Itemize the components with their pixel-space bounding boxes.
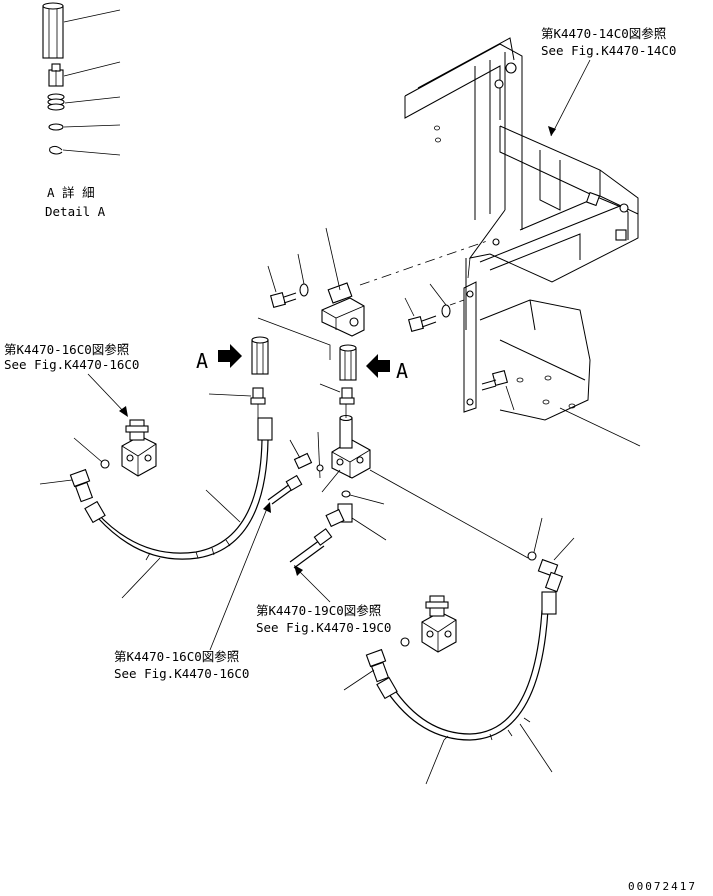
ref-16c0-lower-jp: 第K4470-16C0図参照 <box>114 649 239 664</box>
lubricator-left <box>121 419 157 477</box>
hose-short <box>289 528 333 569</box>
bolt-middle <box>404 297 437 333</box>
bolt-upper <box>267 265 297 309</box>
hose-left <box>84 417 273 599</box>
detail-a-label-en: Detail A <box>45 204 106 219</box>
o-ring-block <box>341 490 351 498</box>
detail-a-label-jp: A 詳 細 <box>47 185 95 200</box>
elbow-left <box>39 468 94 503</box>
detail-a-spring <box>47 93 65 111</box>
hose-connector-mid <box>267 474 303 505</box>
ref-19c0-en: See Fig.K4470-19C0 <box>256 620 391 635</box>
mount-bracket <box>321 227 365 337</box>
o-ring-far-right <box>527 551 537 561</box>
connector-left <box>289 439 324 472</box>
detail-a-parts <box>42 2 121 156</box>
hex-sleeve-left <box>251 336 269 375</box>
washer-middle <box>441 304 451 318</box>
ref-16c0-upper-en: See Fig.K4470-16C0 <box>4 357 139 372</box>
lubricator-right <box>421 595 457 653</box>
view-arrow-left: A <box>196 344 242 373</box>
hex-sleeve-right <box>339 344 357 381</box>
detail-a-nipple <box>48 63 64 87</box>
o-ring-right <box>400 637 410 647</box>
hose-right <box>376 591 557 785</box>
ref-16c0-lower-en: See Fig.K4470-16C0 <box>114 666 249 681</box>
o-ring-left <box>100 459 110 469</box>
view-marker-right: A <box>396 359 408 383</box>
drawing-number: 00072417 <box>628 880 697 893</box>
elbow-lower-left <box>343 648 390 691</box>
view-arrow-right: A <box>366 354 408 383</box>
bolt-lower <box>481 369 515 411</box>
detail-a-snap-ring <box>49 145 63 155</box>
view-marker-left: A <box>196 349 208 373</box>
grease-nipple-right <box>319 383 355 405</box>
elbow-below-block <box>325 503 387 541</box>
detail-a-washer <box>48 123 64 131</box>
frame-bracket <box>404 37 641 447</box>
ref-19c0-jp: 第K4470-19C0図参照 <box>256 603 381 618</box>
detail-a-hex-sleeve <box>42 2 64 59</box>
ref-14c0-jp: 第K4470-14C0図参照 <box>541 26 666 41</box>
distribution-block <box>317 404 371 493</box>
elbow-far-right <box>537 537 575 593</box>
grease-nipple-left <box>208 387 266 418</box>
ref-16c0-upper-jp: 第K4470-16C0図参照 <box>4 342 129 357</box>
ref-14c0-en: See Fig.K4470-14C0 <box>541 43 676 58</box>
washer-upper <box>299 283 309 297</box>
